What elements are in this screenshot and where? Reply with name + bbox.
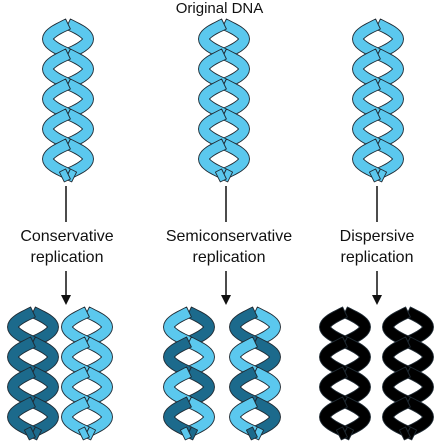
conservative-replication-label: Conservative replication xyxy=(0,226,147,268)
dna-strand-segment xyxy=(23,426,36,441)
dispersive-daughter-helix-1 xyxy=(319,306,371,441)
semiconservative-daughter-helix-2 xyxy=(229,306,281,441)
dna-strand-segment xyxy=(179,426,192,441)
label-line-1: Semiconservative xyxy=(165,228,293,245)
conservative-daughter-new-helix xyxy=(61,306,113,441)
original-dna-helix-1 xyxy=(42,18,94,183)
dna-strand-segment xyxy=(398,426,411,441)
label-line-2: replication xyxy=(30,249,104,266)
dna-strand-segment xyxy=(368,168,381,183)
dna-strand-segment xyxy=(77,426,90,441)
dna-strand-segment xyxy=(335,426,348,441)
label-line-2: replication xyxy=(340,249,414,266)
label-line-2: replication xyxy=(192,249,266,266)
original-dna-helix-3 xyxy=(352,18,404,183)
dispersive-daughter-helix-2 xyxy=(382,306,434,441)
dna-strand-segment xyxy=(58,168,71,183)
label-line-1: Conservative xyxy=(20,228,114,245)
dna-strand-segment xyxy=(245,426,258,441)
dispersive-replication-label: Dispersive replication xyxy=(297,226,439,268)
diagram-title: Original DNA xyxy=(175,0,264,17)
original-dna-helix-2 xyxy=(198,18,250,183)
conservative-daughter-old-helix xyxy=(7,306,59,441)
label-line-1: Dispersive xyxy=(339,228,415,245)
semiconservative-replication-label: Semiconservative replication xyxy=(149,226,309,268)
semiconservative-daughter-helix-1 xyxy=(163,306,215,441)
dna-strand-segment xyxy=(214,168,227,183)
